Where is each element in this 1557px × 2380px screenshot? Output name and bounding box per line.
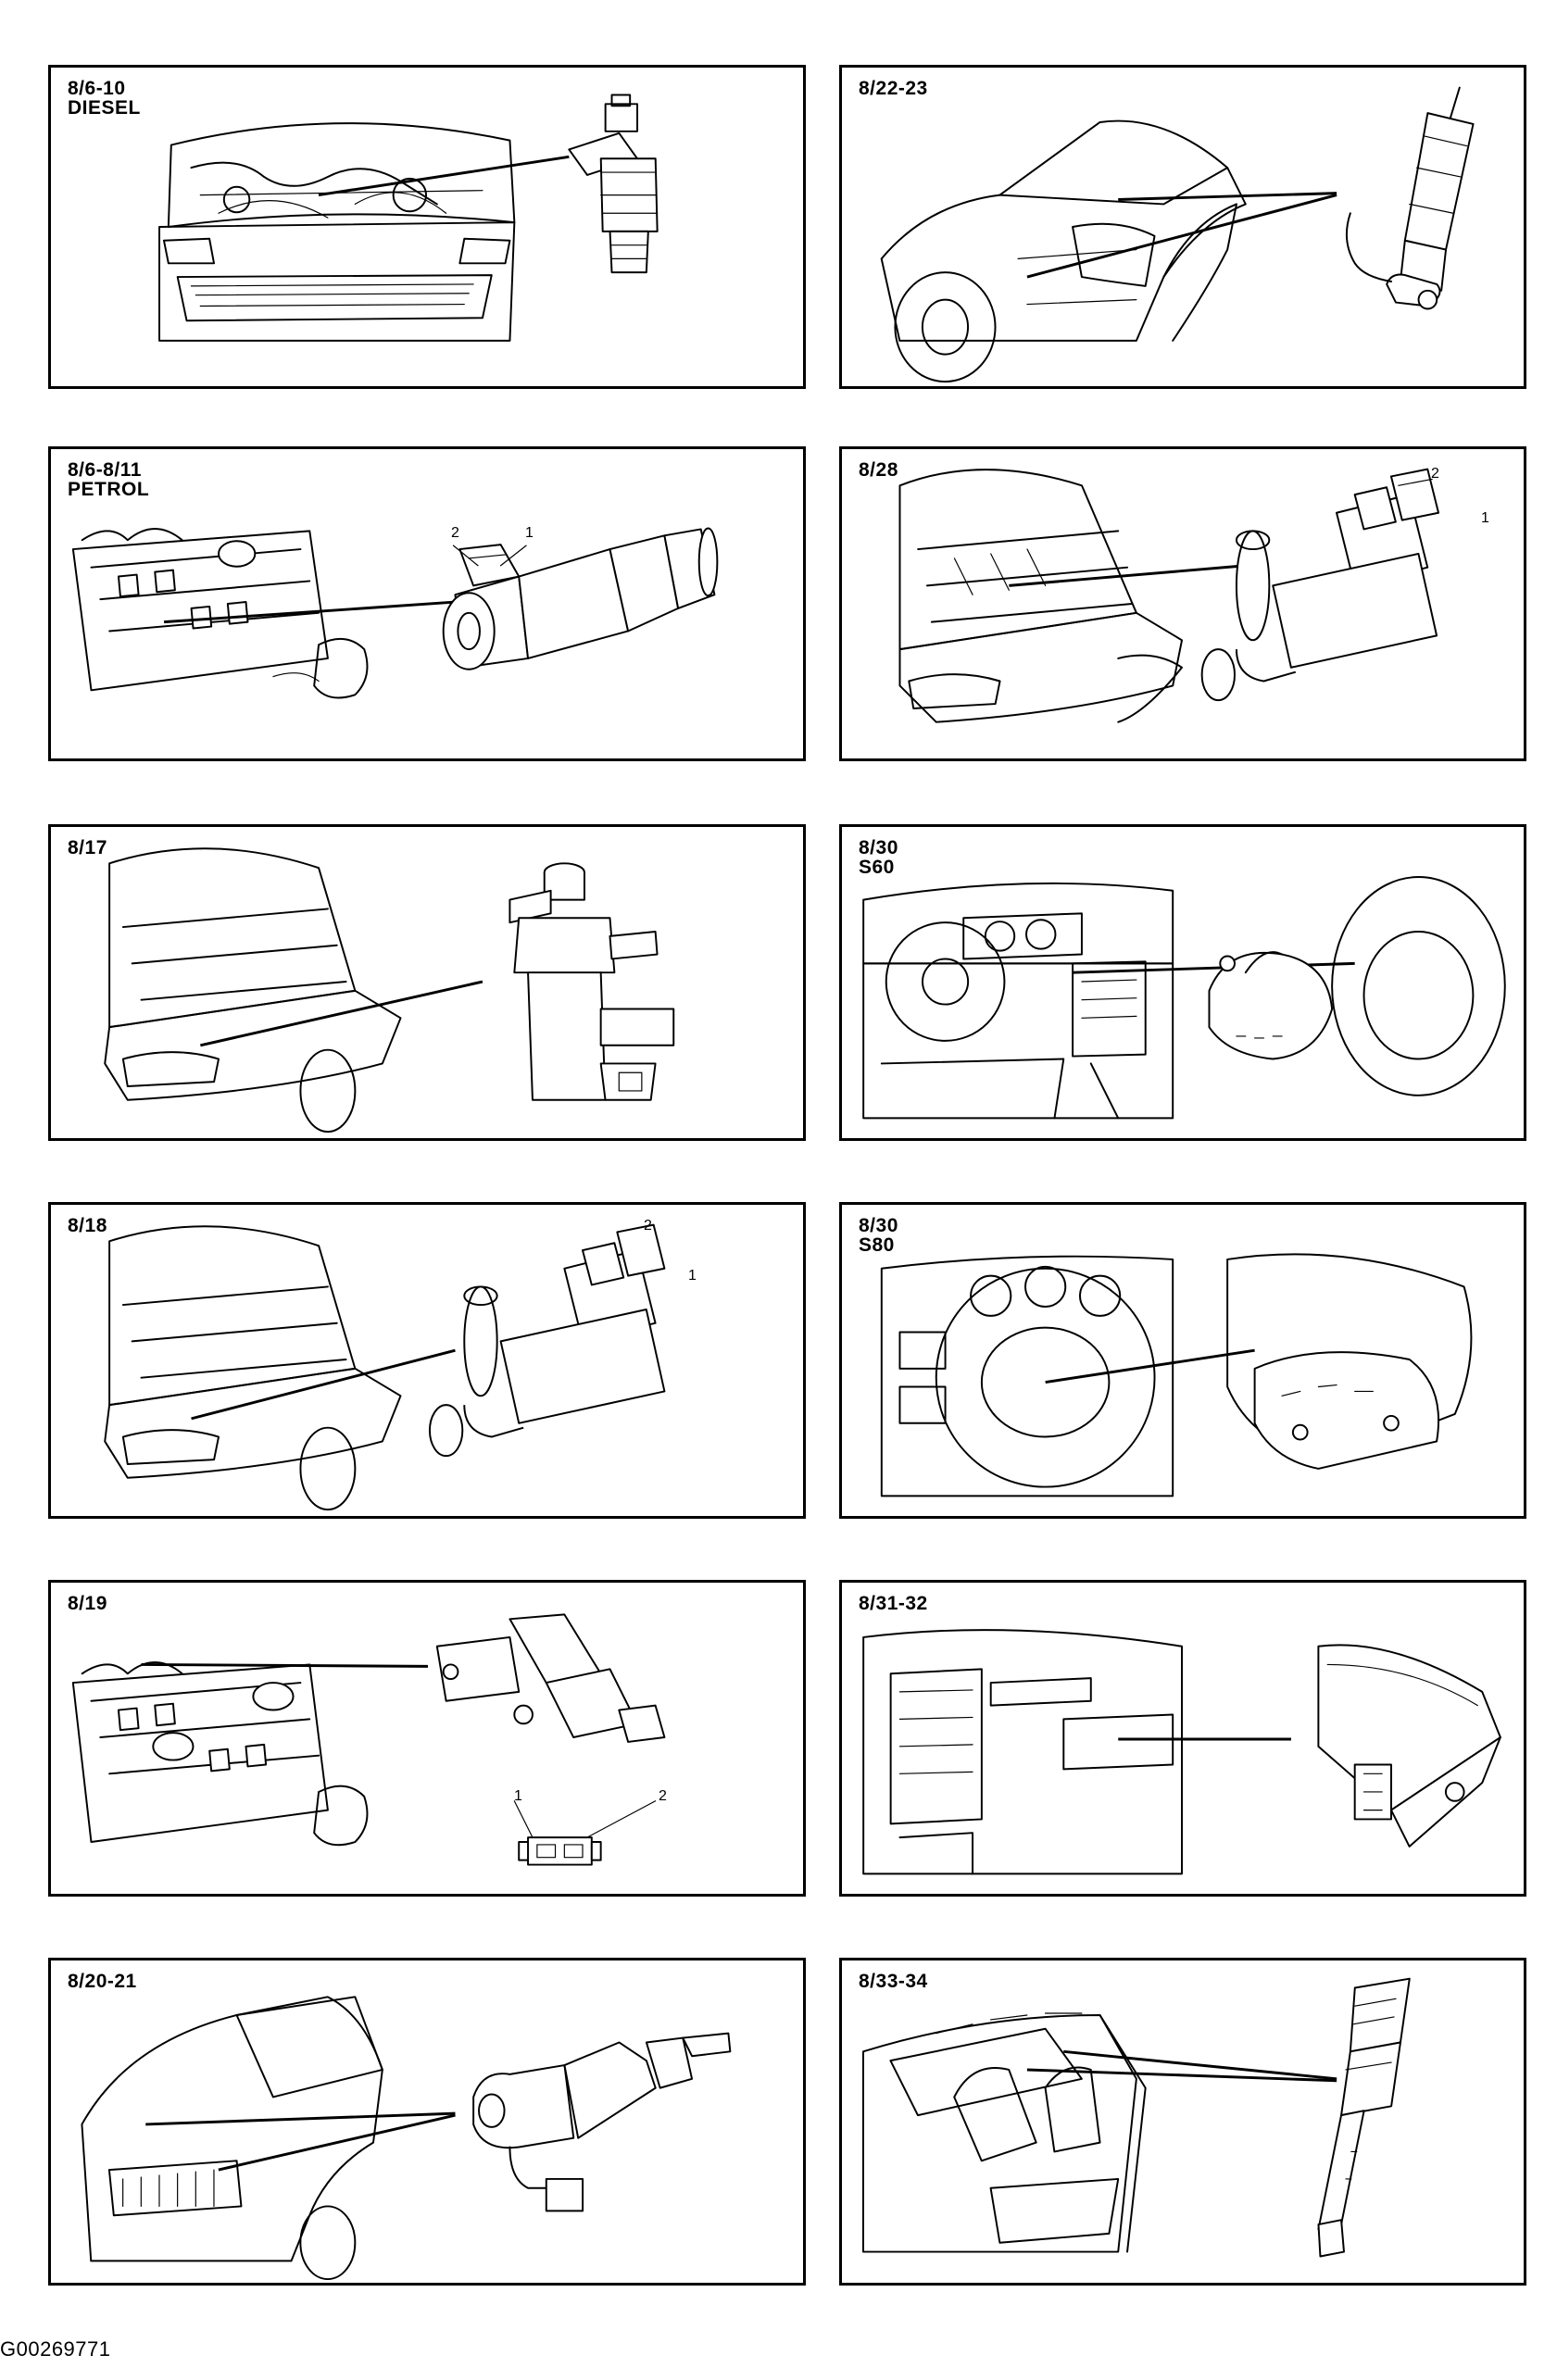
petrol-engine-illustration bbox=[71, 527, 719, 699]
airbag-steering-wheel-icon bbox=[1208, 876, 1506, 1096]
car-open-hood-icon bbox=[898, 469, 1183, 723]
engine-bay-illustration bbox=[898, 468, 1440, 723]
sedan-front-view-icon bbox=[81, 1996, 383, 2281]
car-open-hood-icon bbox=[104, 1225, 402, 1511]
panel-passenger-airbag: 8/31-32 bbox=[839, 1580, 1526, 1897]
panel-label: 8/20-21 bbox=[68, 1971, 137, 1992]
panel-label: 8/30 bbox=[859, 1215, 898, 1236]
panel-label: 8/22-23 bbox=[859, 78, 928, 99]
sedan-rear-view-icon bbox=[880, 119, 1247, 383]
panel-label: 8/6-10 bbox=[68, 78, 126, 99]
callout-2: 2 bbox=[1431, 466, 1439, 482]
airbag-steering-wheel-icon bbox=[1226, 1253, 1473, 1470]
panel-sublabel: S80 bbox=[859, 1234, 895, 1256]
panel-label: 8/19 bbox=[68, 1593, 107, 1614]
shock-absorber-icon bbox=[1345, 86, 1475, 310]
callout-2: 2 bbox=[644, 1218, 652, 1234]
panel-solenoid-valve-28: 8/28 2 1 bbox=[839, 446, 1526, 761]
passenger-airbag-icon bbox=[1317, 1644, 1501, 1848]
panel-sublabel: PETROL bbox=[68, 479, 150, 500]
car-front-engine-bay-icon bbox=[158, 122, 516, 342]
idle-air-valve-icon bbox=[435, 1613, 666, 1866]
diesel-injector-icon bbox=[568, 94, 659, 274]
panel-label: 8/17 bbox=[68, 837, 107, 858]
diesel-engine-bay-illustration bbox=[158, 94, 659, 342]
panel-sublabel: DIESEL bbox=[68, 97, 141, 119]
engine-bay-illustration bbox=[104, 847, 675, 1134]
car-interior-view-icon bbox=[861, 2012, 1147, 2253]
callout-1: 1 bbox=[525, 525, 534, 541]
panel-label: 8/31-32 bbox=[859, 1593, 928, 1614]
solenoid-valve-icon bbox=[428, 1223, 666, 1458]
dashboard-illustration bbox=[862, 876, 1506, 1120]
steering-lock-icon bbox=[472, 2032, 732, 2212]
callout-2: 2 bbox=[659, 1788, 667, 1804]
panel-seatbelt-tensioner: 8/33-34 bbox=[839, 1958, 1526, 2286]
car-dashboard-icon bbox=[862, 1629, 1183, 1875]
car-open-hood-icon bbox=[104, 847, 402, 1134]
engine-top-view-icon bbox=[71, 528, 369, 699]
vacuum-valve-icon bbox=[509, 862, 675, 1101]
engine-top-illustration bbox=[71, 1613, 666, 1866]
sedan-rear-illustration bbox=[880, 86, 1475, 383]
fuel-injector-icon bbox=[442, 527, 719, 670]
panel-solenoid-valve-18: 8/18 2 1 bbox=[48, 1202, 806, 1519]
callout-2: 2 bbox=[451, 525, 459, 541]
car-dashboard-icon bbox=[862, 882, 1174, 1120]
panel-label: 8/33-34 bbox=[859, 1971, 928, 1992]
engine-top-view-icon bbox=[71, 1661, 369, 1847]
callout-1: 1 bbox=[688, 1268, 697, 1284]
figure-reference-number: G00269771 bbox=[0, 2337, 111, 2361]
panel-idle-air-valve: 8/19 1 2 bbox=[48, 1580, 806, 1897]
seatbelt-tensioner-icon bbox=[1317, 1977, 1411, 2258]
dashboard-illustration bbox=[880, 1253, 1473, 1497]
panel-steering-lock: 8/20-21 bbox=[48, 1958, 806, 2286]
panel-vacuum-valve: 8/17 bbox=[48, 824, 806, 1141]
car-front-illustration bbox=[81, 1996, 732, 2281]
panel-sublabel: S60 bbox=[859, 857, 895, 878]
panel-label: 8/6-8/11 bbox=[68, 459, 142, 481]
panel-shock-absorber: 8/22-23 bbox=[839, 65, 1526, 389]
solenoid-valve-icon bbox=[1200, 468, 1440, 702]
dashboard-illustration bbox=[862, 1629, 1501, 1875]
car-interior-illustration bbox=[861, 1977, 1411, 2258]
panel-label: 8/28 bbox=[859, 459, 898, 481]
panel-label: 8/18 bbox=[68, 1215, 107, 1236]
panel-label: 8/30 bbox=[859, 837, 898, 858]
engine-bay-illustration bbox=[104, 1223, 666, 1511]
car-dashboard-icon bbox=[880, 1255, 1174, 1497]
callout-1: 1 bbox=[1481, 510, 1489, 526]
callout-1: 1 bbox=[514, 1788, 522, 1804]
